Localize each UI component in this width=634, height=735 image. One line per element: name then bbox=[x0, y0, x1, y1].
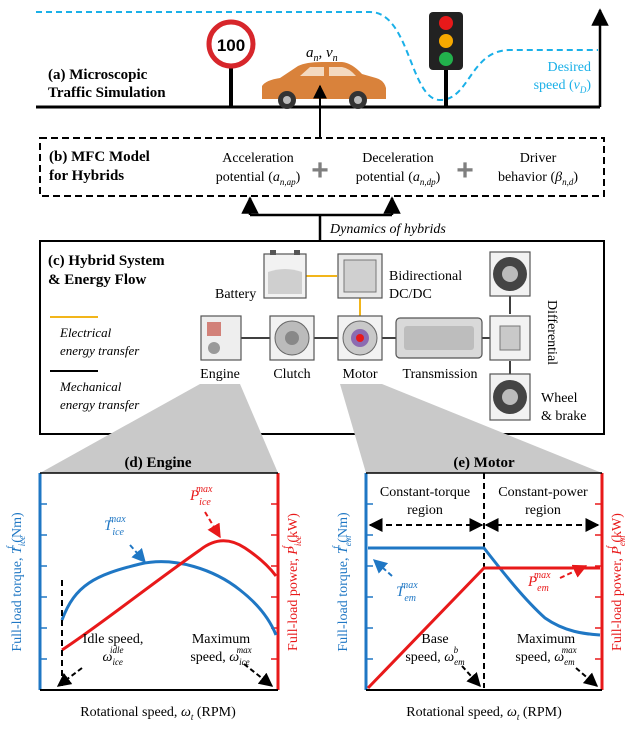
dynamics-of-hybrids-label: Dynamics of hybrids bbox=[329, 222, 446, 237]
motor-region2-line2: region bbox=[525, 503, 561, 518]
engine-chart: (d) Engine Ticemax Picemax Idle speed, ω… bbox=[5, 455, 303, 722]
motor-right-axis-label: Full-load power, Pemf (kW) bbox=[605, 513, 627, 651]
motor-chart: (e) Motor Constant-torque region Constan… bbox=[331, 455, 627, 722]
motor-max-label-line1: Maximum bbox=[517, 632, 575, 647]
hybrid-title-line1: (c) Hybrid System bbox=[48, 253, 165, 269]
wheel-brake-icon-top bbox=[489, 251, 531, 297]
desired-speed-label-line1: Desired bbox=[547, 60, 591, 75]
hybrid-title-line2: & Energy Flow bbox=[48, 272, 146, 288]
mfc-model-panel: (b) MFC Model for Hybrids Acceleration p… bbox=[39, 137, 605, 197]
motor-torque-pointer bbox=[372, 559, 393, 577]
wheel-brake-label-line2: & brake bbox=[541, 409, 586, 424]
dcdc-converter-icon bbox=[337, 253, 383, 299]
engine-power-pointer bbox=[204, 511, 221, 539]
desired-speed-profile bbox=[36, 11, 598, 102]
desired-speed-label-line2: speed (vD) bbox=[534, 78, 592, 95]
dcdc-label-line2: DC/DC bbox=[389, 287, 432, 302]
engine-zoom-wedge bbox=[40, 384, 278, 473]
deceleration-potential-line1: Deceleration bbox=[362, 151, 434, 166]
wheel-brake-icon-bottom bbox=[489, 373, 531, 421]
plus-sign-1: + bbox=[311, 154, 329, 187]
motor-region2-line1: Constant-power bbox=[498, 485, 588, 500]
motor-region1-line2: region bbox=[407, 503, 443, 518]
motor-region1-line1: Constant-torque bbox=[380, 485, 470, 500]
traffic-sim-title-line2: Traffic Simulation bbox=[48, 85, 166, 101]
engine-torque-pointer bbox=[129, 544, 146, 564]
acceleration-potential-line1: Acceleration bbox=[222, 151, 294, 166]
motor-power-pointer bbox=[559, 564, 588, 579]
motor-left-axis-label: Full-load torque, Temf (Nm) bbox=[331, 512, 353, 652]
motor-ticks bbox=[366, 503, 602, 660]
legend-electrical-line2: energy transfer bbox=[60, 343, 140, 358]
vehicle-variables: an, vn bbox=[306, 45, 338, 64]
motor-chart-title: (e) Motor bbox=[453, 455, 515, 471]
motor-x-axis-label: Rotational speed, ωt (RPM) bbox=[406, 705, 562, 722]
engine-label: Engine bbox=[200, 367, 240, 382]
engine-icon bbox=[200, 315, 242, 361]
engine-max-label-line1: Maximum bbox=[192, 632, 250, 647]
driver-behavior-line1: Driver bbox=[520, 151, 557, 166]
engine-plot-frame bbox=[40, 473, 278, 690]
traffic-light bbox=[429, 12, 463, 107]
speed-limit-value: 100 bbox=[217, 36, 245, 55]
motor-torque-label: Temmax bbox=[396, 580, 418, 604]
deceleration-potential-line2: potential (an,dp) bbox=[356, 170, 441, 187]
mfc-title-line1: (b) MFC Model bbox=[49, 149, 150, 165]
engine-max-arrow bbox=[243, 663, 274, 687]
speed-limit-sign: 100 bbox=[206, 19, 256, 107]
engine-power-curve bbox=[61, 539, 278, 652]
motor-base-label-line1: Base bbox=[421, 632, 448, 647]
differential-label: Differential bbox=[544, 300, 559, 365]
motor-base-arrow bbox=[461, 665, 481, 688]
mfc-title-line2: for Hybrids bbox=[49, 168, 124, 184]
vehicle-car-icon bbox=[262, 62, 386, 109]
wheel-brake-label-line1: Wheel bbox=[541, 391, 578, 406]
engine-chart-title: (d) Engine bbox=[124, 455, 191, 471]
motor-max-label-line2: speed, ωemmax bbox=[515, 645, 576, 667]
dynamics-arrows: Dynamics of hybrids bbox=[241, 196, 446, 240]
engine-right-axis-label: Full-load power, Picef (kW) bbox=[281, 513, 303, 651]
motor-label: Motor bbox=[343, 367, 378, 382]
motor-torque-curve bbox=[368, 546, 601, 637]
legend-mechanical-line2: energy transfer bbox=[60, 397, 140, 412]
engine-left-axis-label: Full-load torque, Ticef (Nm) bbox=[5, 512, 27, 652]
hybrid-system-panel: (c) Hybrid System & Energy Flow Electric… bbox=[39, 240, 605, 435]
acceleration-potential-line2: potential (an,ap) bbox=[216, 170, 301, 187]
traffic-sim-title-line1: (a) Microscopic bbox=[48, 67, 148, 83]
legend-electrical-line1: Electrical bbox=[59, 325, 112, 340]
engine-max-label-line2: speed, ωicemax bbox=[190, 645, 251, 667]
clutch-label: Clutch bbox=[273, 367, 310, 382]
motor-zoom-wedge bbox=[340, 384, 602, 473]
dcdc-label-line1: Bidirectional bbox=[389, 269, 462, 284]
clutch-icon bbox=[269, 315, 315, 361]
motor-icon bbox=[337, 315, 383, 361]
battery-label: Battery bbox=[215, 287, 256, 302]
transmission-label: Transmission bbox=[403, 367, 478, 382]
engine-idle-arrow bbox=[56, 667, 83, 687]
traffic-simulation-panel: 100 an, vn (a) Microscopic Traffic Simul… bbox=[36, 8, 609, 109]
motor-base-label-line2: speed, ωemb bbox=[405, 645, 465, 667]
differential-icon bbox=[489, 315, 531, 361]
plus-sign-2: + bbox=[456, 154, 474, 187]
driver-behavior-line2: behavior (βn,d) bbox=[498, 170, 578, 187]
motor-power-curve bbox=[366, 566, 600, 690]
motor-power-label: Pemmax bbox=[527, 570, 551, 594]
engine-x-axis-label: Rotational speed, ωt (RPM) bbox=[80, 705, 236, 722]
legend-mechanical-line1: Mechanical bbox=[59, 379, 122, 394]
transmission-icon bbox=[395, 317, 483, 359]
motor-max-arrow bbox=[575, 667, 599, 687]
engine-idle-label-line1: Idle speed, bbox=[83, 632, 144, 647]
battery-icon bbox=[263, 250, 307, 299]
